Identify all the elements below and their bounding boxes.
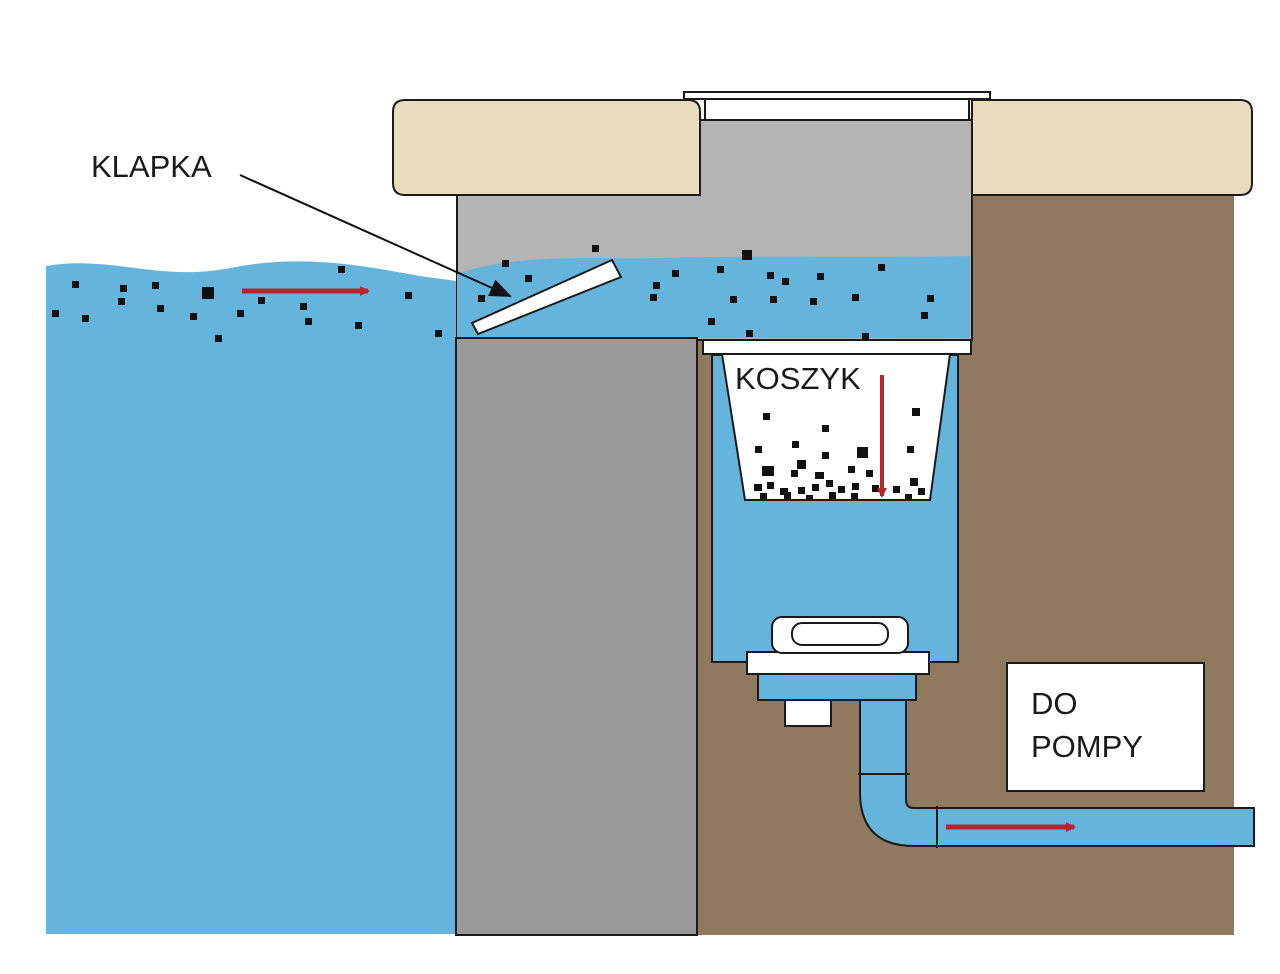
skimmer-lid-rim bbox=[683, 91, 991, 100]
flap bbox=[470, 258, 623, 336]
to-pump-label-line2: POMPY bbox=[1031, 729, 1143, 764]
pump-label-box bbox=[1006, 662, 1205, 792]
deck-left bbox=[392, 99, 701, 196]
to-pump-label-line1: DO bbox=[1031, 686, 1078, 721]
basket bbox=[720, 353, 952, 501]
basket-label: KOSZYK bbox=[735, 361, 861, 396]
deck-right bbox=[971, 99, 1253, 196]
suction-pipe bbox=[859, 699, 1255, 847]
debris bbox=[52, 245, 934, 500]
fitting-plate bbox=[746, 651, 930, 675]
pool-water bbox=[46, 261, 456, 934]
pool-wall bbox=[455, 337, 698, 936]
fitting-slot bbox=[791, 622, 889, 646]
flap-leader-line bbox=[239, 174, 512, 297]
flap-label: KLAPKA bbox=[91, 149, 212, 184]
fitting-plug bbox=[784, 699, 832, 727]
skimmer-lid bbox=[704, 97, 970, 121]
basket-rim bbox=[702, 339, 972, 355]
fitting-collar bbox=[757, 673, 917, 701]
